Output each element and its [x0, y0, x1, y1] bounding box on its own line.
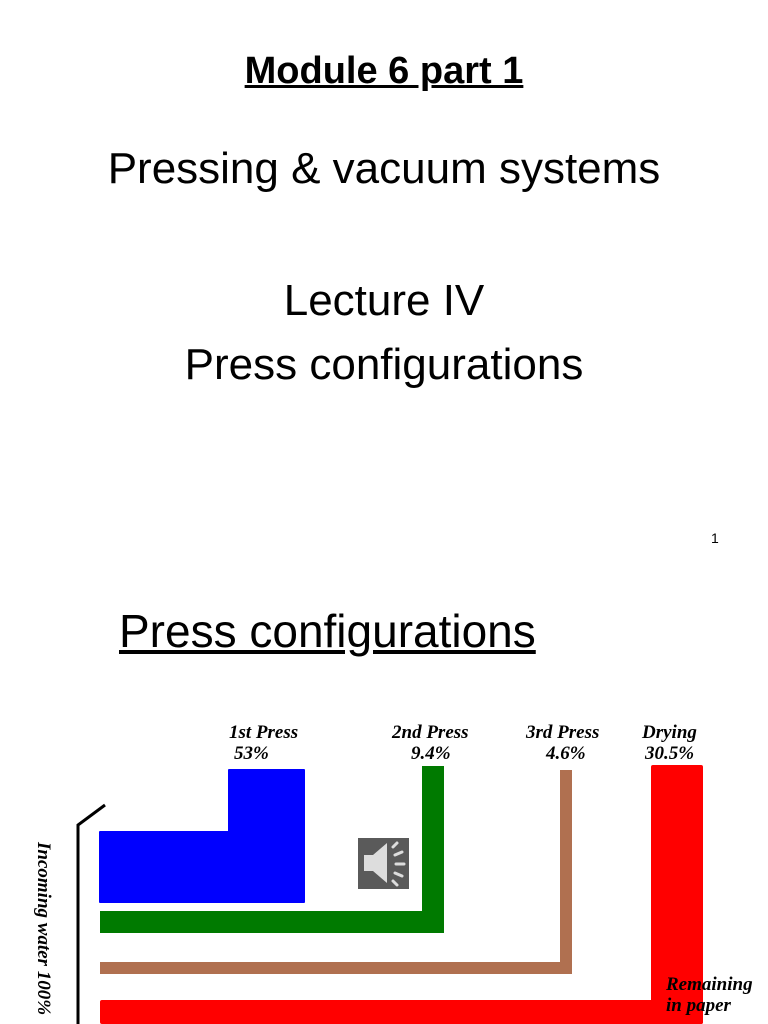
drying-label: Drying 30.5%	[642, 722, 697, 764]
slide-title: Press configurations	[119, 605, 536, 657]
slide-subtitle: Pressing & vacuum systems	[107, 144, 661, 193]
remaining-flow-block	[100, 1000, 703, 1024]
press2-label: 2nd Press 9.4%	[392, 722, 469, 764]
press1-flow-block	[99, 769, 305, 903]
page-number: 1	[711, 530, 719, 546]
incoming-water-label: Incoming water 100%	[33, 841, 54, 1015]
incoming-water-bracket	[76, 803, 106, 1024]
module-title: Module 6 part 1	[244, 50, 524, 92]
press3-flow-path	[100, 770, 572, 974]
press3-label: 3rd Press 4.6%	[526, 722, 600, 764]
speaker-icon[interactable]	[358, 838, 409, 889]
water-flow-diagram: Incoming water 100%	[33, 765, 703, 1024]
lecture-topic: Press configurations	[184, 340, 584, 389]
drying-flow-block	[651, 765, 703, 1024]
press-configurations-slide: Press configurations Incom	[0, 560, 768, 1024]
remaining-label: Remaining in paper	[666, 974, 753, 1016]
press1-label: 1st Press 53%	[229, 722, 299, 764]
press2-flow-path	[100, 766, 444, 933]
title-slide: Module 6 part 1 Pressing & vacuum system…	[107, 50, 719, 546]
lecture-number: Lecture IV	[283, 276, 485, 325]
